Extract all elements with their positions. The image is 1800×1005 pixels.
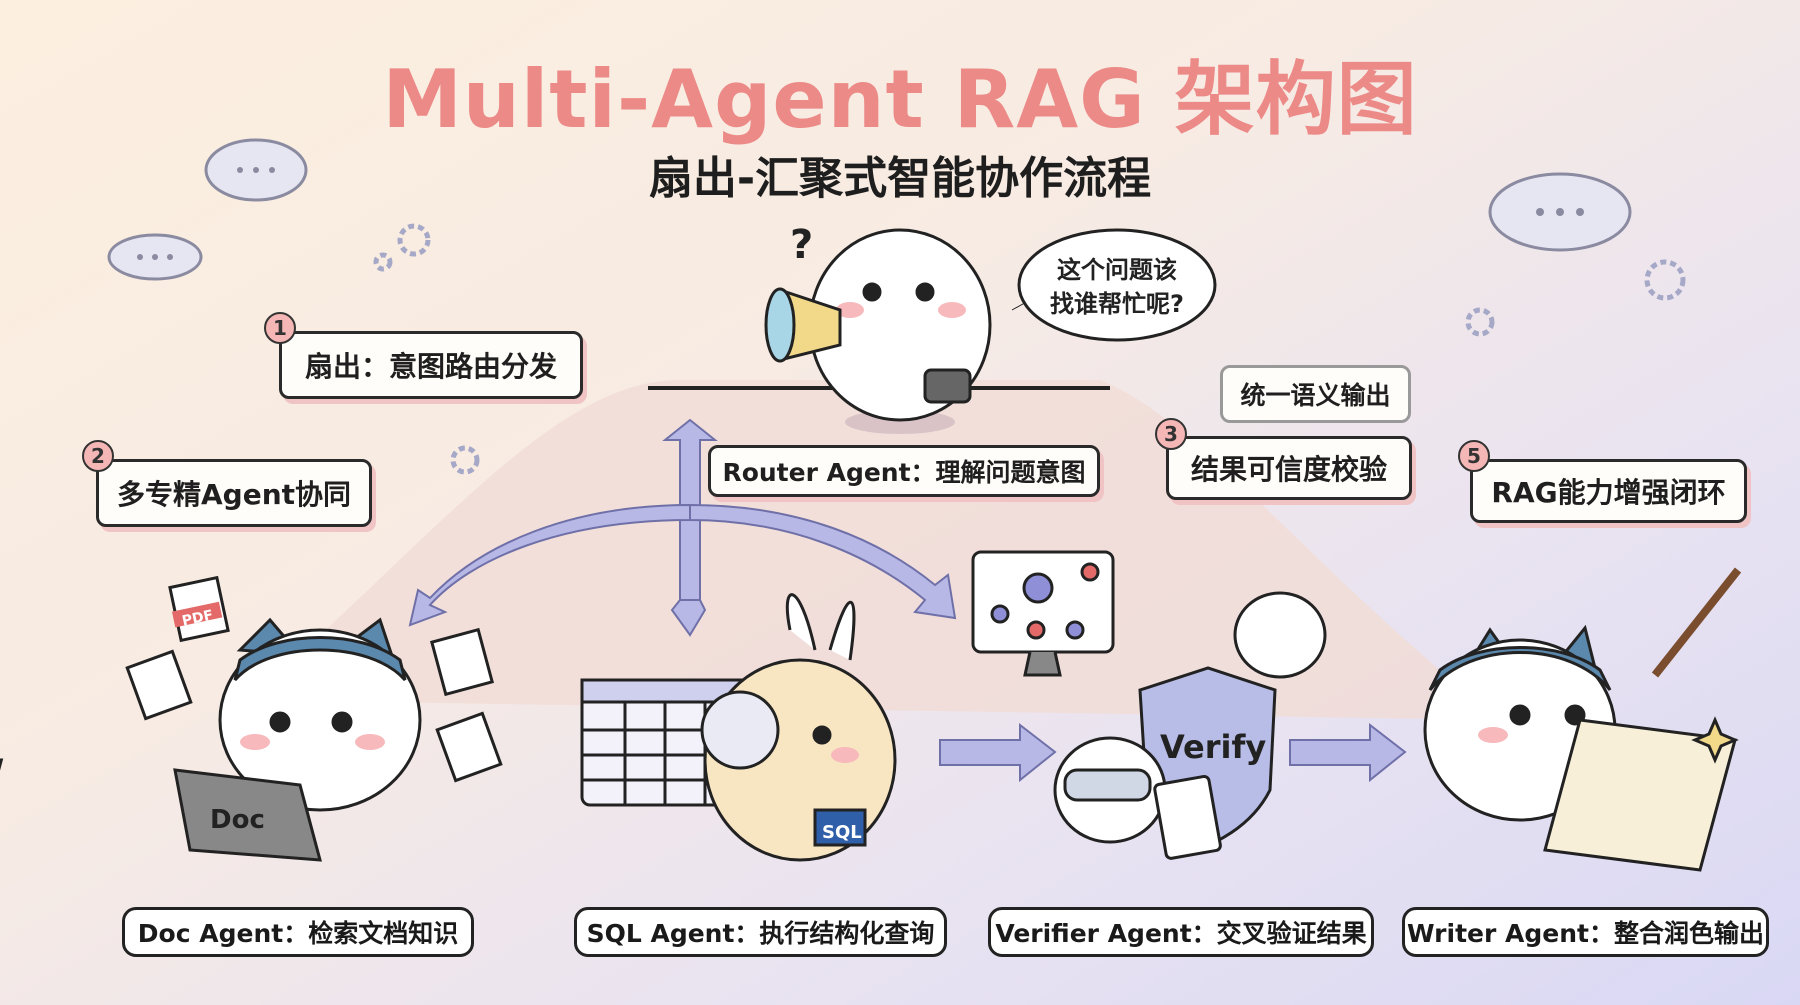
sparkle-icon xyxy=(1691,716,1739,764)
pdf-icon: PDF xyxy=(125,575,503,783)
verifier-agent-character: Verify xyxy=(1053,591,1327,860)
doc-agent-label: Doc Agent：检索文档知识 xyxy=(122,907,474,957)
svg-text:这个问题该: 这个问题该 xyxy=(1057,256,1177,284)
brush-icon xyxy=(1651,567,1742,678)
verifier-agent-label: Verifier Agent：交叉验证结果 xyxy=(988,907,1374,957)
laptop-icon xyxy=(173,768,322,862)
writer-agent-character xyxy=(1423,567,1742,872)
shield-label: Verify xyxy=(1160,728,1266,766)
question-mark: ? xyxy=(790,222,813,268)
step-3-label: 结果可信度校验 xyxy=(1166,436,1412,500)
step-1-badge: 1 xyxy=(264,312,296,344)
svg-text:找谁帮忙呢?: 找谁帮忙呢? xyxy=(1050,290,1184,318)
svg-text:PDF: PDF xyxy=(181,607,215,629)
page-subtitle: 扇出-汇聚式智能协作流程 xyxy=(648,153,1152,204)
step-2-badge: 2 xyxy=(82,440,114,472)
router-character: ? xyxy=(764,222,992,434)
step-1-label: 扇出：意图路由分发 xyxy=(279,331,583,399)
router-agent-label: Router Agent：理解问题意图 xyxy=(708,445,1100,497)
step-5-label: RAG能力增强闭环 xyxy=(1470,459,1747,523)
scroll-icon xyxy=(1543,718,1737,872)
checklist-icon xyxy=(1153,774,1222,860)
sql-agent-label: SQL Agent：执行结构化查询 xyxy=(574,907,947,957)
speech-bubble: 这个问题该 找谁帮忙呢? xyxy=(1011,228,1217,342)
step-5-badge: 5 xyxy=(1458,440,1490,472)
doc-agent-character: Doc PDF xyxy=(0,575,503,862)
page-title: Multi-Agent RAG 架构图 xyxy=(382,53,1418,146)
unified-output-label: 统一语义输出 xyxy=(1220,365,1411,423)
fan-out-arrows xyxy=(408,418,1407,783)
database-icon xyxy=(813,808,867,847)
step-2-label: 多专精Agent协同 xyxy=(96,459,372,527)
magnifier-icon xyxy=(700,690,780,770)
graph-monitor-icon xyxy=(971,550,1115,677)
writer-agent-label: Writer Agent：整合润色输出 xyxy=(1402,907,1769,957)
paper-stack-icon xyxy=(0,758,4,832)
laptop-label: Doc xyxy=(210,805,265,835)
chat-bubble-icon xyxy=(107,138,1632,281)
sql-agent-character: SQL xyxy=(580,593,897,862)
gear-icon xyxy=(373,223,1686,475)
bag-icon xyxy=(923,368,972,404)
svg-text:SQL: SQL xyxy=(822,822,862,843)
step-3-badge: 3 xyxy=(1155,418,1187,450)
